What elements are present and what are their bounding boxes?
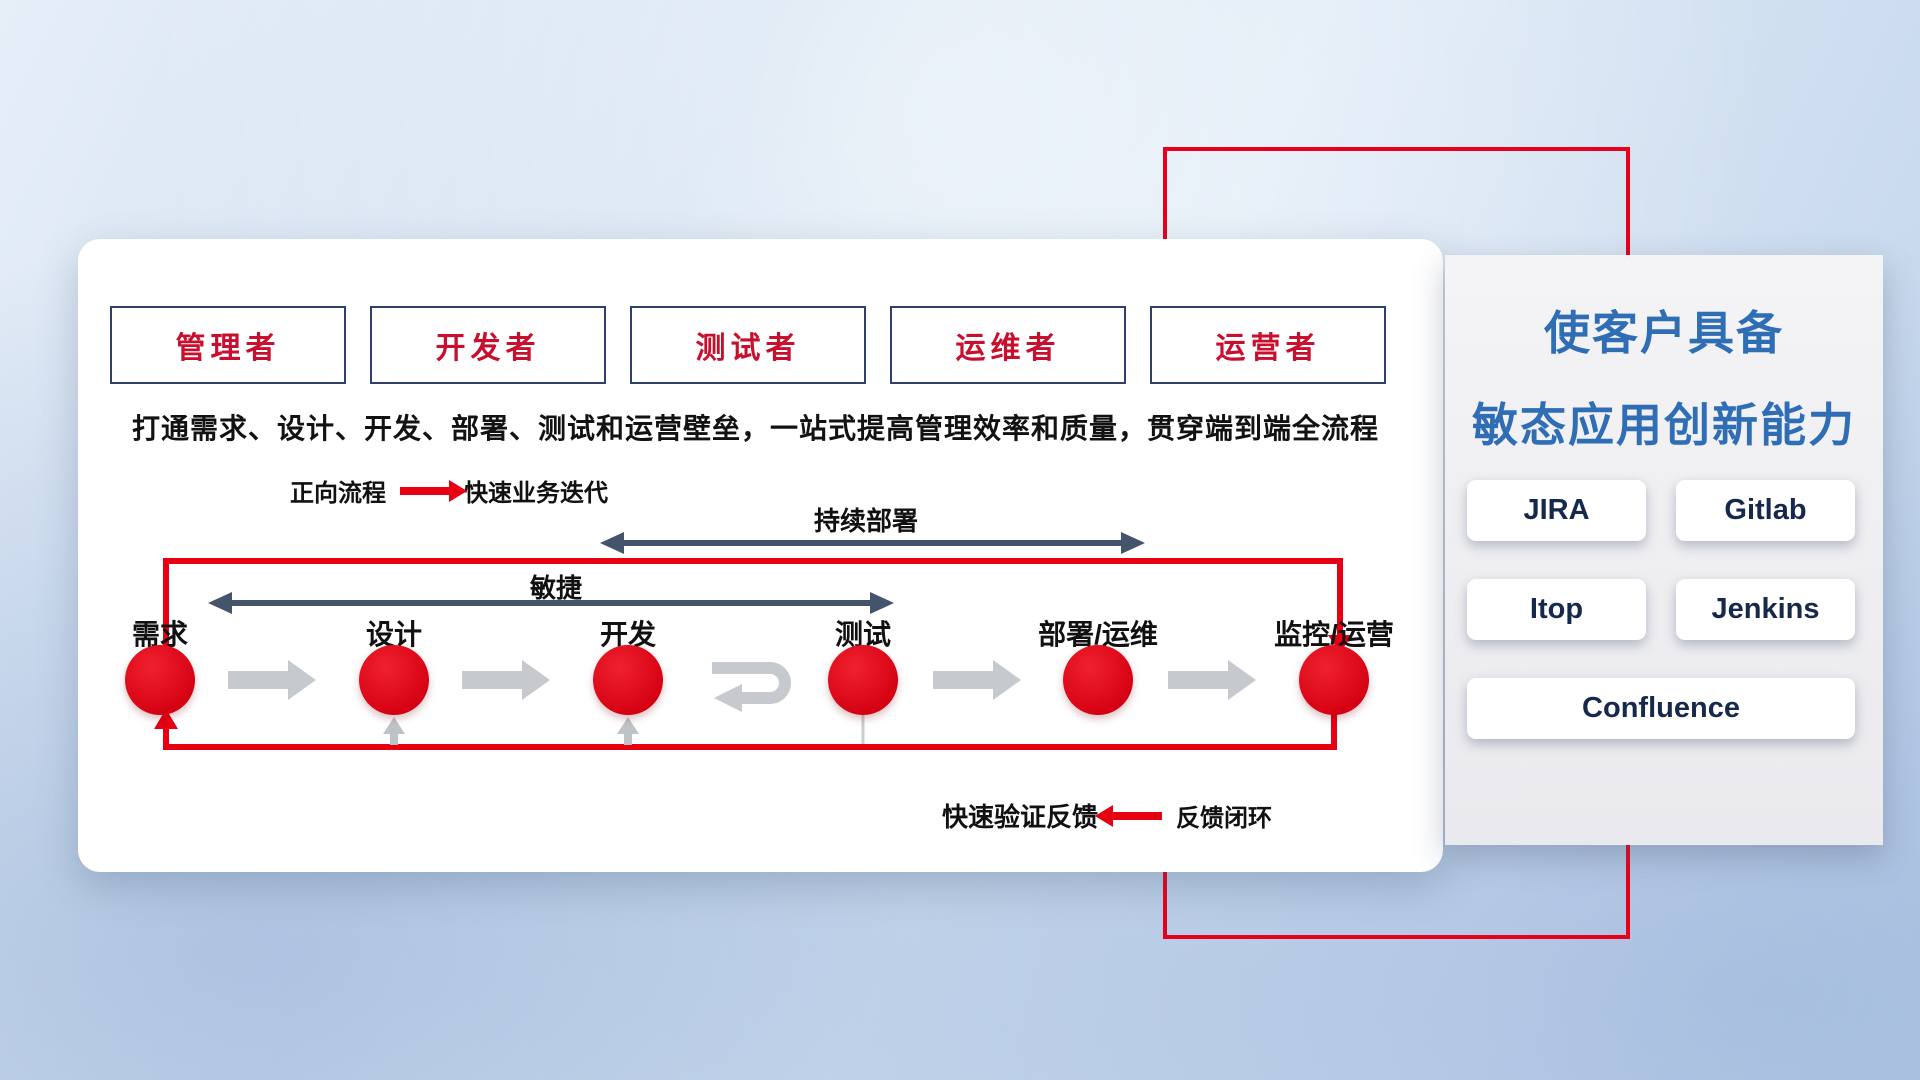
stage-node-design: [359, 645, 429, 715]
flow-arrows-layer: [154, 532, 1352, 750]
stage-label-deploy-ops: 部署/运维: [1038, 619, 1158, 650]
role-box-developer: 开发者: [370, 306, 606, 384]
stage-arrow: [1168, 660, 1256, 700]
panel-title-line2: 敏态应用创新能力: [1472, 399, 1856, 451]
stage-label-design: 设计: [365, 619, 423, 650]
stage-node-develop: [593, 645, 663, 715]
capability-panel: 使客户具备 敏态应用创新能力 JIRA Gitlab Itop Jenkins …: [1445, 255, 1883, 845]
stage-label-monitor-operate: 监控/运营: [1274, 619, 1394, 650]
role-box-tester: 测试者: [630, 306, 866, 384]
feedback-up-arrow: [383, 717, 405, 745]
role-label: 测试者: [695, 332, 801, 365]
feedback-loop-arrow: [154, 707, 1337, 750]
roles-row: 管理者 开发者 测试者 运维者 运营者: [110, 306, 1386, 384]
agile-range-arrow: [208, 592, 894, 614]
forward-arrow-icon: [400, 479, 467, 502]
stage-arrow: [462, 660, 550, 700]
stage-node-monitor-operate: [1299, 645, 1369, 715]
stage-label-requirements: 需求: [131, 619, 189, 650]
stage-label-develop: 开发: [599, 619, 657, 650]
devops-flow-card: 管理者 开发者 测试者 运维者 运营者 打通需求、设计、开发、部署、测试和运营壁…: [78, 239, 1443, 872]
iterate-arrow-icon: [712, 662, 791, 712]
stage-node-test: [828, 645, 898, 715]
stage-arrow: [228, 660, 316, 700]
legend-feedback: 快速验证反馈 反馈闭环: [942, 797, 1272, 834]
tools-grid: JIRA Gitlab Itop Jenkins Confluence: [1467, 480, 1855, 739]
role-label: 运维者: [955, 332, 1061, 365]
feedback-arrow-icon: [1095, 804, 1163, 827]
tool-itop: Itop: [1467, 579, 1646, 640]
panel-title-line1: 使客户具备: [1544, 307, 1784, 359]
feedback-up-arrow: [617, 717, 639, 745]
tool-confluence: Confluence: [1467, 678, 1855, 739]
flow-description: 打通需求、设计、开发、部署、测试和运营壁垒，一站式提高管理效率和质量，贯穿端到端…: [132, 413, 1380, 444]
stage-label-test: 测试: [834, 619, 892, 650]
tool-gitlab: Gitlab: [1676, 480, 1855, 541]
stage-arrow: [933, 660, 1021, 700]
role-box-ops: 运维者: [890, 306, 1126, 384]
legend-feedback-value: 反馈闭环: [1176, 805, 1273, 832]
role-box-manager: 管理者: [110, 306, 346, 384]
role-label: 开发者: [435, 332, 541, 365]
legend-forward-value: 快速业务迭代: [464, 480, 608, 507]
continuous-deploy-label: 持续部署: [813, 506, 919, 536]
tool-jira: JIRA: [1467, 480, 1646, 541]
stage-node-requirements: [125, 645, 195, 715]
role-box-operator: 运营者: [1150, 306, 1386, 384]
legend-feedback-label: 快速验证反馈: [942, 802, 1099, 832]
role-label: 运营者: [1215, 332, 1321, 365]
forward-loop-arrow: [163, 558, 1352, 653]
stage-node-deploy-ops: [1063, 645, 1133, 715]
legend-forward-label: 正向流程: [290, 480, 386, 507]
legend-forward: 正向流程 快速业务迭代: [290, 473, 608, 508]
agile-label: 敏捷: [529, 573, 583, 603]
tool-jenkins: Jenkins: [1676, 579, 1855, 640]
continuous-deploy-arrow: [600, 532, 1145, 554]
role-label: 管理者: [175, 332, 281, 365]
